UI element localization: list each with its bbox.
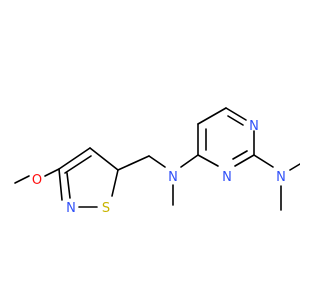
- structure-canvas: O N S N N N N: [14, 107, 300, 216]
- atom-n-amine-bridge: N: [168, 170, 178, 185]
- bond-c5-ch2: [117, 155, 150, 171]
- atom-n-isothiazole: N: [66, 201, 76, 216]
- atom-n-dimethylamino: N: [276, 170, 286, 185]
- bond-nme2-methyl-b: [289, 163, 300, 171]
- bond-c2-nme2: [253, 154, 274, 168]
- atom-s-isothiazole: S: [102, 201, 110, 216]
- bond-o-c3: [44, 168, 60, 177]
- bond-n3-c4: [197, 154, 219, 167]
- bond-c5-s: [111, 169, 119, 197]
- bond-n-c3: [58, 168, 63, 201]
- bond-ch2-n: [148, 155, 166, 168]
- bond-methyl-o: [14, 175, 30, 184]
- bonds: [14, 107, 300, 211]
- atom-n-pyrimidine-top: N: [249, 119, 259, 134]
- bond-c6-n1-double: [227, 115, 244, 126]
- bond-n-c4: [180, 154, 199, 168]
- bond-n-c3-double: [66, 172, 71, 199]
- bond-c3-c4: [58, 147, 91, 170]
- bond-c2-n3-double: [232, 150, 248, 160]
- atom-o-methoxy: O: [32, 173, 42, 188]
- atom-n-pyrimidine-bottom: N: [222, 170, 232, 185]
- molecule-diagram: O N S N N N N: [14, 107, 300, 216]
- bond-c3-c4-double: [64, 155, 92, 174]
- bond-c5py-c6: [197, 107, 227, 125]
- atom-labels: O N S N N N N: [32, 119, 286, 216]
- bond-c4-c5: [89, 147, 119, 171]
- bond-c6-n1: [225, 107, 247, 121]
- bond-c2-n3: [234, 154, 255, 167]
